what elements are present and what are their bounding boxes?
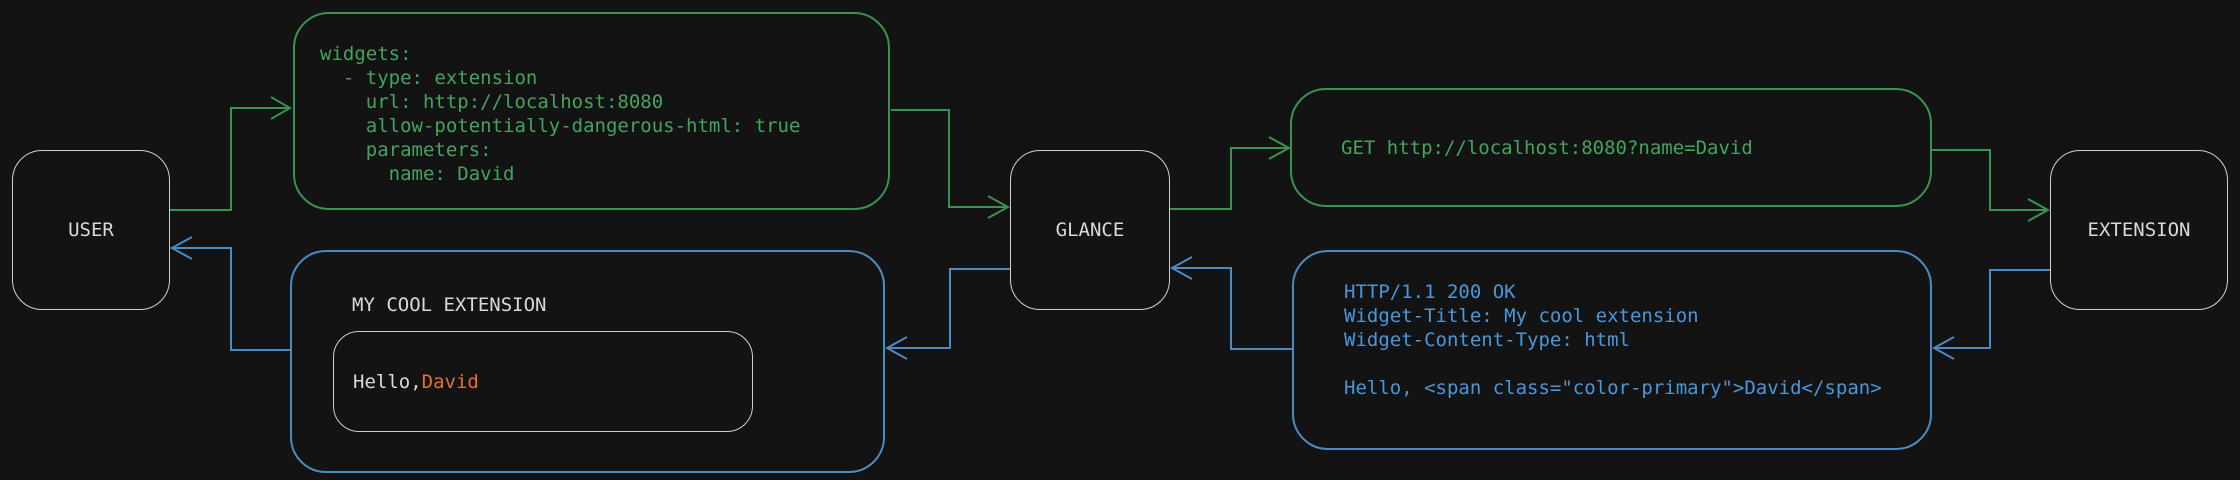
node-glance-label: GLANCE xyxy=(1055,219,1125,241)
request-line-code: GET http://localhost:8080?name=David xyxy=(1341,136,1753,159)
widget-greeting-box: Hello, David xyxy=(333,331,753,432)
arrow-user-to-config xyxy=(170,96,292,211)
greeting-prefix: Hello, xyxy=(353,370,422,393)
node-extension-label: EXTENSION xyxy=(2087,219,2191,241)
widget-title: MY COOL EXTENSION xyxy=(352,294,547,316)
arrow-glance-to-request xyxy=(1170,136,1292,210)
arrow-extension-to-response xyxy=(1931,269,2050,360)
arrow-config-to-glance xyxy=(891,109,1011,219)
request-message-box: GET http://localhost:8080?name=David xyxy=(1290,88,1932,207)
arrow-request-to-extension xyxy=(1932,149,2051,222)
node-user: USER xyxy=(12,150,170,310)
arrow-response-to-glance xyxy=(1169,256,1292,350)
response-message-box: HTTP/1.1 200 OK Widget-Title: My cool ex… xyxy=(1292,250,1932,450)
config-yaml-code: widgets: - type: extension url: http://l… xyxy=(320,43,801,185)
greeting-name: David xyxy=(421,370,479,393)
arrow-glance-to-widget xyxy=(884,268,1010,360)
node-user-label: USER xyxy=(68,219,114,241)
config-message-box: widgets: - type: extension url: http://l… xyxy=(293,12,890,210)
widget-render-box: MY COOL EXTENSION Hello, David xyxy=(290,250,885,473)
node-glance: GLANCE xyxy=(1010,150,1170,310)
arrow-widget-to-user xyxy=(169,236,290,351)
response-http-code: HTTP/1.1 200 OK Widget-Title: My cool ex… xyxy=(1344,281,1882,399)
node-extension: EXTENSION xyxy=(2050,150,2228,310)
